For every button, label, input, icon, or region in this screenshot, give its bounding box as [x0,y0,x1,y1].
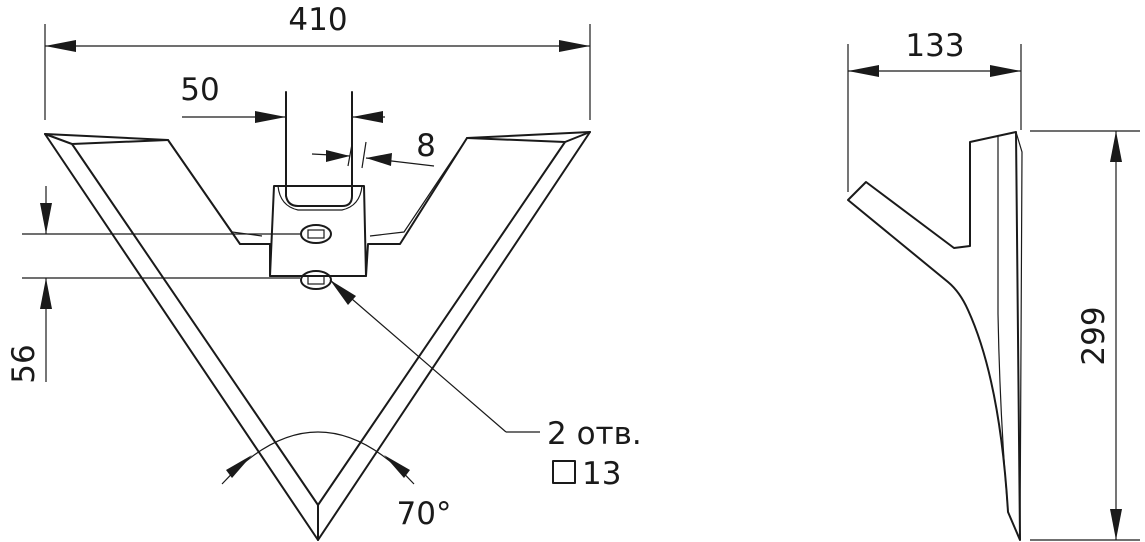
dimension-shank-width: 50 [180,72,385,123]
holes-callout: 2 отв. 13 [329,279,642,492]
mount-plate [269,185,367,277]
blade-outline [44,131,591,541]
dim-angle-label: 70° [397,496,452,532]
square-hole-icon [552,460,576,484]
dimension-hole-spacing: 56 [6,186,300,384]
side-profile-inner [997,136,1009,513]
front-view: 410 50 8 56 [6,2,642,541]
dimension-angle: 70° [221,431,452,532]
dim-height-label: 299 [1076,306,1112,365]
mount-hole-lower [300,270,332,290]
holes-callout-count: 2 отв. [547,416,642,452]
dimension-height: 299 [1030,130,1140,541]
shank [285,91,353,207]
side-profile [847,131,1021,541]
dimension-thickness: 8 [311,128,436,169]
dim-width-label: 410 [288,2,347,38]
dimension-depth: 133 [847,28,1022,192]
dim-depth-label: 133 [905,28,964,64]
side-profile-edge [1015,131,1023,541]
holes-callout-size: 13 [582,456,621,492]
blade-inner-edge-left [167,139,263,237]
dim-shank-width-label: 50 [180,72,219,108]
dim-hole-spacing-label: 56 [6,344,42,383]
blade-inner-edge-right [369,137,468,237]
dimension-width: 410 [44,2,591,120]
blade-bevel-right [317,131,591,506]
mount-hole-upper [300,224,332,244]
shank-inner [277,185,363,211]
dim-thickness-label: 8 [416,128,436,164]
side-view: 133 299 [847,28,1140,541]
